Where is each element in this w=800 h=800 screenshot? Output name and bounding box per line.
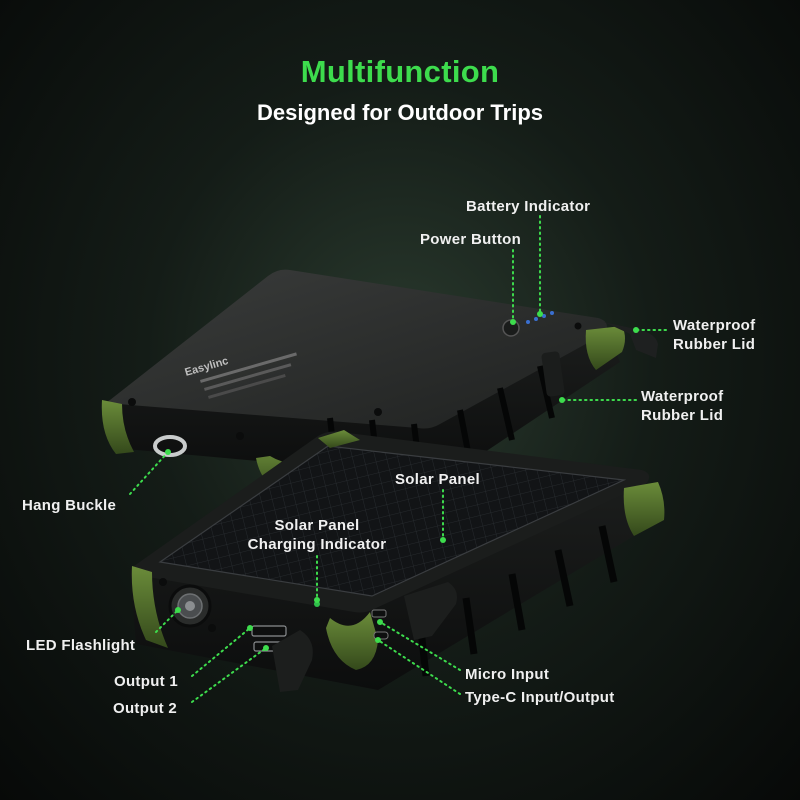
- label-led-flashlight: LED Flashlight: [26, 637, 136, 654]
- leader-lines: [129, 215, 667, 703]
- bumper-corner: [326, 612, 378, 670]
- leader-flashlight: [155, 609, 179, 633]
- label-output-2: Output 2: [113, 700, 178, 717]
- bumper-corner: [318, 430, 360, 448]
- leader-output-2: [191, 647, 267, 703]
- hang-buckle-icon[interactable]: [153, 435, 187, 457]
- solar-panel: [158, 445, 627, 597]
- battery-led-icon: [526, 320, 530, 324]
- label-battery-indicator: Battery Indicator: [466, 198, 591, 215]
- label-solar-panel: Solar Panel: [395, 471, 481, 488]
- page-title: Multifunction: [300, 54, 500, 89]
- battery-led-icon: [542, 314, 546, 318]
- rubber-lid-icon[interactable]: [541, 351, 565, 397]
- lower-device: [130, 430, 665, 692]
- micro-port-icon[interactable]: [371, 609, 387, 618]
- label-waterproof-lid-side: Waterproof Rubber Lid: [641, 388, 724, 424]
- leader-type-c: [377, 639, 461, 695]
- bumper-corner: [131, 566, 168, 648]
- label-micro-input: Micro Input: [465, 666, 550, 683]
- leader-hang-buckle: [129, 451, 169, 495]
- label-output-1: Output 1: [114, 673, 179, 690]
- battery-led-icon: [550, 311, 554, 315]
- usb-port-1-icon[interactable]: [251, 625, 287, 637]
- page-subtitle: Designed for Outdoor Trips: [256, 100, 543, 125]
- bumper-corner: [101, 400, 134, 454]
- label-type-c: Type-C Input/Output: [465, 689, 615, 706]
- label-solar-charging-indicator: Solar Panel Charging Indicator: [247, 517, 387, 553]
- rubber-lid-icon[interactable]: [404, 582, 457, 640]
- leader-endpoints: [165, 311, 639, 651]
- label-hang-buckle: Hang Buckle: [22, 497, 117, 514]
- battery-led-icon: [534, 317, 538, 321]
- label-power-button: Power Button: [420, 231, 522, 248]
- rubber-lid-icon[interactable]: [272, 630, 313, 692]
- label-waterproof-lid-top: Waterproof Rubber Lid: [673, 317, 756, 353]
- leader-output-1: [191, 627, 251, 677]
- bumper-corner: [585, 326, 625, 370]
- rubber-lid-icon[interactable]: [604, 322, 658, 358]
- leader-micro-input: [379, 621, 461, 671]
- bumper-corner: [623, 482, 665, 536]
